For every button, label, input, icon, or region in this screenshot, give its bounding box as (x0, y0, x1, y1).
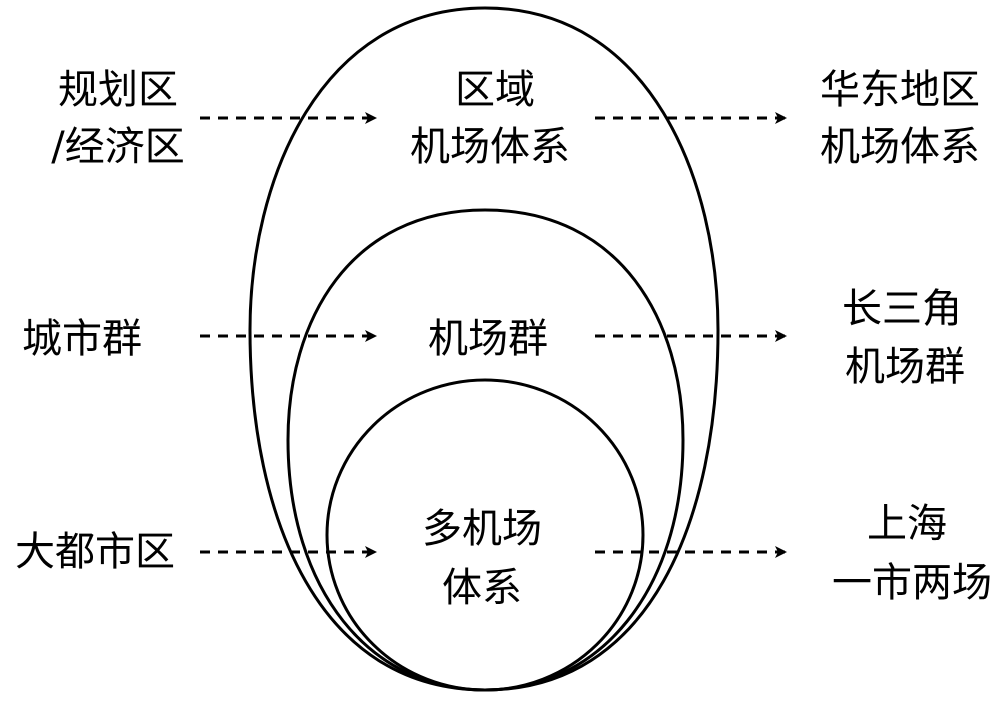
right-label-east-china: 华东地区 (820, 67, 980, 113)
left-label-urban-agglomeration: 城市群 (22, 316, 142, 362)
center-label-airport-group: 机场群 (428, 316, 548, 362)
left-label-metropolitan-area: 大都市区 (15, 529, 175, 575)
left-label-economic-zone: /经济区 (51, 124, 184, 170)
left-label-planning-zone: 规划区 (58, 67, 178, 113)
center-label-airport-system: 机场体系 (410, 124, 570, 170)
middle-ellipse-airport-group (286, 208, 685, 692)
center-label-regional: 区域 (455, 67, 535, 113)
right-label-east-china-system: 机场体系 (820, 124, 980, 170)
right-label-one-city-two-airports: 一市两场 (832, 560, 992, 606)
right-label-yangtze-airport-group: 机场群 (845, 344, 965, 390)
right-label-yangtze-delta: 长三角 (842, 286, 962, 332)
center-label-system: 体系 (442, 565, 522, 611)
inner-circle-multi-airport (325, 378, 645, 692)
center-label-multi-airport: 多机场 (422, 506, 542, 552)
right-label-shanghai: 上海 (867, 501, 947, 547)
